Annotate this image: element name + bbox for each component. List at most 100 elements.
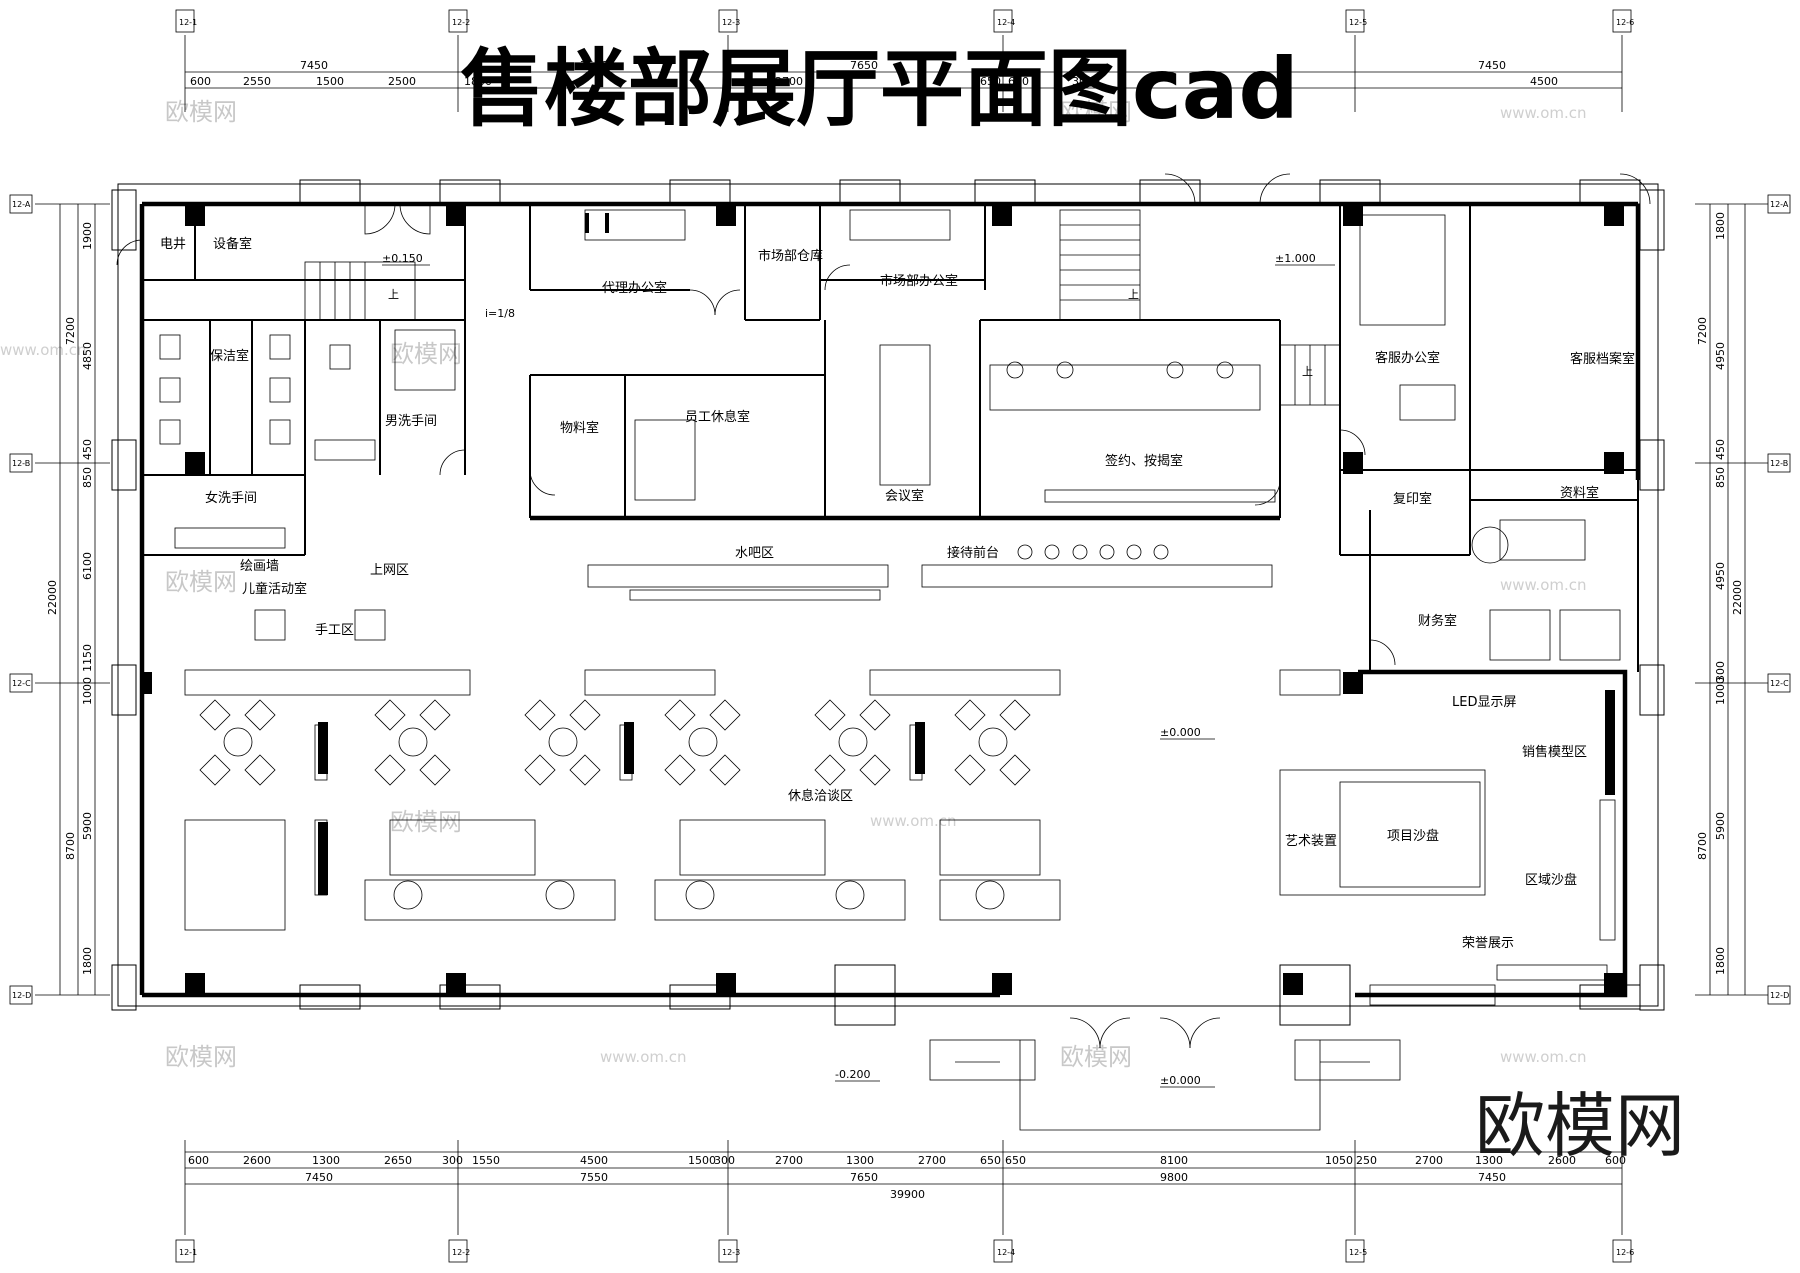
- room-label-finance: 财务室: [1418, 613, 1457, 629]
- sanitary-fixtures: [159, 329, 456, 549]
- dim-left: 850: [81, 467, 94, 488]
- dim-left: 6100: [81, 552, 94, 580]
- level-lines: [382, 264, 1335, 1088]
- room-label-materials: 物料室: [560, 420, 599, 436]
- room-label-honor-display: 荣誉展示: [1462, 936, 1514, 951]
- dim-bottom-minor: 300: [714, 1154, 735, 1167]
- dim-right-major: 7200: [1696, 317, 1709, 345]
- axis-label-right: 12-D: [1770, 991, 1789, 1000]
- dim-bottom-major: 9800: [1160, 1171, 1188, 1184]
- watermark-brand: 欧模网: [1060, 98, 1132, 126]
- dim-top-major: 7450: [300, 59, 328, 72]
- dim-top-minor: 650: [980, 75, 1001, 88]
- room-label-water-bar: 水吧区: [735, 546, 774, 561]
- dim-bottom-major: 7450: [1478, 1171, 1506, 1184]
- room-label-signing-room: 签约、按揭室: [1105, 453, 1183, 469]
- drawing-title: 售楼部展厅平面图cad: [460, 40, 1299, 138]
- dim-left: 1150: [81, 644, 94, 672]
- axis-label-right: 12-B: [1770, 459, 1788, 468]
- watermark-url: www.om.cn: [600, 1048, 687, 1066]
- dim-right-major: 8700: [1696, 832, 1709, 860]
- doors: [116, 173, 1651, 1049]
- axis-label-left: 12-D: [12, 991, 31, 1000]
- dim-right: 1800: [1714, 947, 1727, 975]
- dim-right: 450: [1714, 439, 1727, 460]
- room-label-marketing-storage: 市场部仓库: [758, 248, 823, 264]
- dim-bottom-minor: 1300: [846, 1154, 874, 1167]
- dim-left: 5900: [81, 812, 94, 840]
- dim-bottom-minor: 2650: [384, 1154, 412, 1167]
- dim-bottom-minor: 1550: [472, 1154, 500, 1167]
- dim-bottom-major: 7450: [305, 1171, 333, 1184]
- dim-bottom-total: 39900: [890, 1188, 925, 1201]
- room-label-lounge-area: 休息洽谈区: [788, 788, 853, 804]
- dim-top-minor: 1800: [464, 75, 492, 88]
- dim-bottom-minor: 1300: [312, 1154, 340, 1167]
- room-label-regional-sandtable: 区域沙盘: [1525, 872, 1577, 888]
- axis-label-left: 12-C: [12, 679, 31, 688]
- watermark-url: www.om.cn: [1500, 576, 1587, 594]
- dim-top-major: 7650: [850, 59, 878, 72]
- room-label-meeting-room: 会议室: [885, 488, 924, 504]
- dim-right: 4950: [1714, 342, 1727, 370]
- dim-top-minor: 2550: [243, 75, 271, 88]
- level-mark: ±1.000: [1275, 252, 1316, 265]
- dim-top-major: 7550: [580, 59, 608, 72]
- dim-bottom-major: 7550: [580, 1171, 608, 1184]
- dim-bottom-minor: 2700: [1415, 1154, 1443, 1167]
- axis-label-left: 12-B: [12, 459, 30, 468]
- dim-top-minor: 4500: [1530, 75, 1558, 88]
- dim-bottom-minor: 8100: [1160, 1154, 1188, 1167]
- room-label-craft-zone: 手工区: [315, 623, 354, 638]
- axis-label-left: 12-A: [12, 200, 31, 209]
- room-label-documents: 资料室: [1560, 485, 1599, 501]
- watermark-brand: 欧模网: [165, 1043, 237, 1071]
- axis-label-top: 12-4: [997, 18, 1015, 27]
- axis-grid: [35, 35, 1770, 1235]
- watermark-layer: 欧模网 欧模网 www.om.cn 欧模网 www.om.cn 欧模网 www.…: [0, 98, 1587, 1071]
- watermark-url: www.om.cn: [1500, 1048, 1587, 1066]
- watermark-url: www.om.cn: [1500, 104, 1587, 122]
- dim-bottom-minor: 2700: [775, 1154, 803, 1167]
- dim-left: 1000: [81, 677, 94, 705]
- dim-top-minor: 2700: [775, 75, 803, 88]
- room-label-womens-restroom: 女洗手间: [205, 490, 257, 506]
- dimension-texts: 7450 7550 7650 7450 600 2550 1500 2500 1…: [46, 59, 1744, 1201]
- dim-top-minor: 1500: [316, 75, 344, 88]
- axis-label-bottom: 12-1: [179, 1248, 197, 1257]
- watermark-url: www.om.cn: [0, 341, 87, 359]
- dim-top-minor: 3000: [1072, 75, 1100, 88]
- dim-bottom-minor: 650: [980, 1154, 1001, 1167]
- brand-logo-text: 欧模网: [1475, 1085, 1685, 1167]
- dim-top-minor: 600: [190, 75, 211, 88]
- axis-label-top: 12-5: [1349, 18, 1367, 27]
- dim-bottom-minor: 2600: [1548, 1154, 1576, 1167]
- level-mark: ±0.150: [382, 252, 423, 265]
- room-label-art-installation: 艺术装置: [1285, 834, 1337, 849]
- furniture: [184, 209, 1621, 1006]
- axis-label-top: 12-6: [1616, 18, 1634, 27]
- room-label-electrical-shaft: 电井: [160, 237, 186, 252]
- stair-up-mark: 上: [388, 288, 399, 301]
- axis-label-bottom: 12-6: [1616, 1248, 1634, 1257]
- watermark-brand: 欧模网: [390, 808, 462, 836]
- level-marks: ±0.150 ±1.000 ±0.000 ±0.000 -0.200 i=1/8…: [382, 252, 1316, 1087]
- dim-right: 5900: [1714, 812, 1727, 840]
- dim-left: 4850: [81, 342, 94, 370]
- dim-bottom-minor: 4500: [580, 1154, 608, 1167]
- room-label-kids-room: 儿童活动室: [242, 581, 307, 597]
- room-label-mens-restroom: 男洗手间: [385, 414, 437, 429]
- slope-mark: i=1/8: [485, 307, 515, 320]
- room-label-staff-lounge: 员工休息室: [685, 409, 750, 425]
- watermark-brand: 欧模网: [165, 98, 237, 126]
- dim-bottom-minor: 600: [188, 1154, 209, 1167]
- dimension-lines: [59, 71, 1746, 1185]
- dim-right: 850: [1714, 467, 1727, 488]
- dim-top-major: 7450: [1478, 59, 1506, 72]
- watermark-brand: 欧模网: [1060, 1043, 1132, 1071]
- axis-labels: 12-1 12-2 12-3 12-4 12-5 12-6 12-1 12-2 …: [12, 18, 1789, 1257]
- room-label-project-sandtable: 项目沙盘: [1387, 828, 1439, 844]
- dim-bottom-major: 7650: [850, 1171, 878, 1184]
- room-label-cleaning: 保洁室: [210, 348, 249, 364]
